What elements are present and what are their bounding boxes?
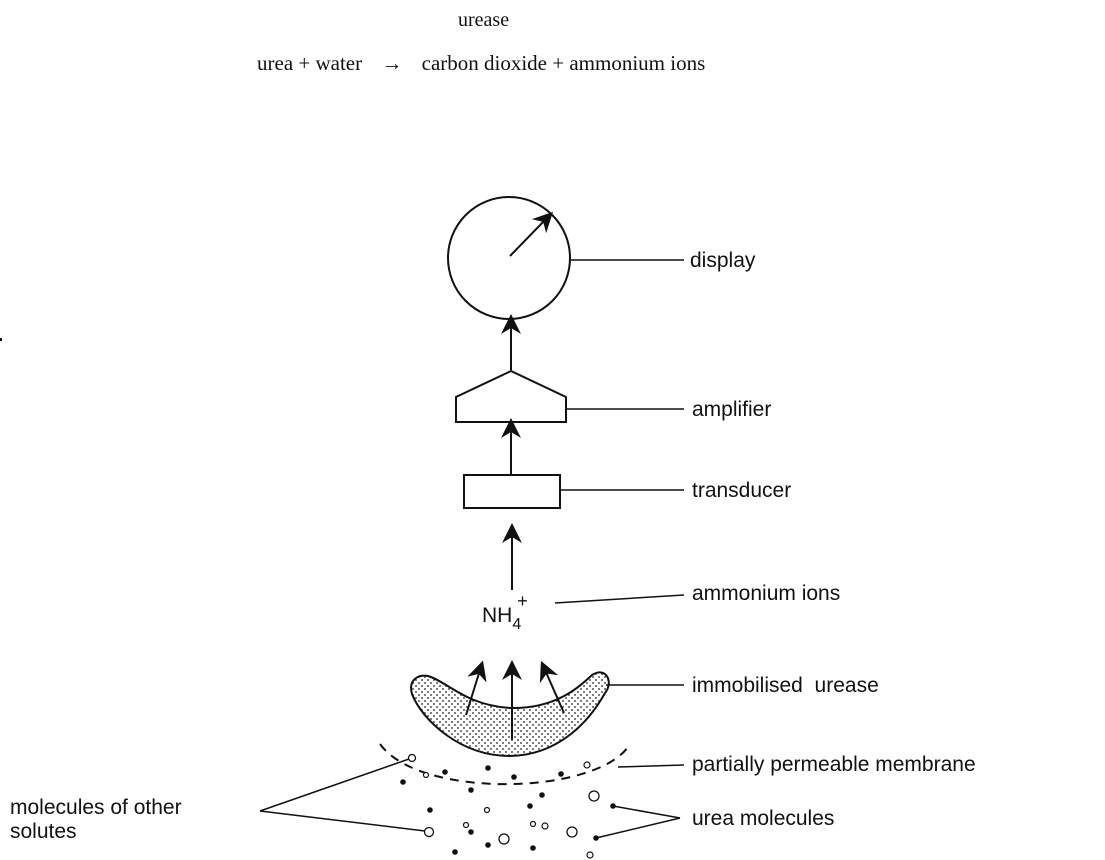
equation-arrow-icon: → <box>381 51 403 75</box>
urea-leader-upper <box>612 805 681 819</box>
equation-products: carbon dioxide + ammonium ions <box>421 51 706 75</box>
display-meter <box>447 196 571 320</box>
meter-needle-icon <box>509 211 553 257</box>
amplifier-block <box>455 369 567 423</box>
other-solutes-leader-upper <box>259 758 410 812</box>
ammonium-formula-charge: + <box>517 591 528 611</box>
equation-reactants: urea + water <box>257 51 363 75</box>
membrane-leader <box>617 764 685 768</box>
immobilised-urease-label: immobilised urease <box>692 674 879 697</box>
equation-enzyme: urease <box>458 9 510 31</box>
edge-mark <box>0 338 2 341</box>
display-label: display <box>690 249 756 272</box>
other-solutes-label-line1: molecules of other <box>10 796 182 819</box>
urea-leader-lower <box>595 817 681 839</box>
other-solute-molecules <box>407 753 600 859</box>
transducer-block <box>463 474 561 509</box>
amplifier-label: amplifier <box>692 398 771 421</box>
word-equation: urea + water → carbon dioxide + ammonium… <box>257 51 705 76</box>
other-solutes-leader-lower <box>259 810 426 832</box>
transducer-label: transducer <box>692 479 791 502</box>
ammonium-ions-label: ammonium ions <box>692 582 840 605</box>
ammonium-leader <box>554 594 685 604</box>
partially-permeable-membrane <box>379 743 631 786</box>
other-solutes-label-line2: solutes <box>10 820 77 843</box>
immobilised-urease-layer <box>410 671 610 758</box>
ammonium-formula-base: NH <box>482 604 512 627</box>
membrane-label: partially permeable membrane <box>692 753 976 776</box>
urea-molecules-label: urea molecules <box>692 807 834 830</box>
ammonium-formula: NH4 + <box>482 591 528 633</box>
ammonium-formula-subscript: 4 <box>512 616 521 633</box>
urea-molecules <box>400 765 616 855</box>
